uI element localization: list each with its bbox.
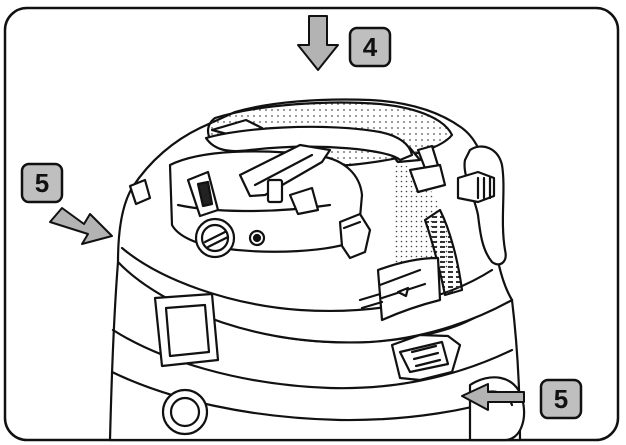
callout-5-right-label: 5 — [554, 384, 568, 414]
left-arrow-icon — [461, 383, 525, 411]
down-arrow-icon — [297, 15, 339, 71]
diagonal-arrow-icon — [49, 207, 113, 245]
callout-4: 4 — [297, 15, 392, 71]
callout-5-left-label: 5 — [35, 168, 49, 198]
callout-5-left: 5 — [20, 162, 113, 245]
vacuum-body — [108, 98, 526, 442]
callout-5-right: 5 — [461, 378, 583, 420]
callout-4-label: 4 — [363, 32, 378, 62]
